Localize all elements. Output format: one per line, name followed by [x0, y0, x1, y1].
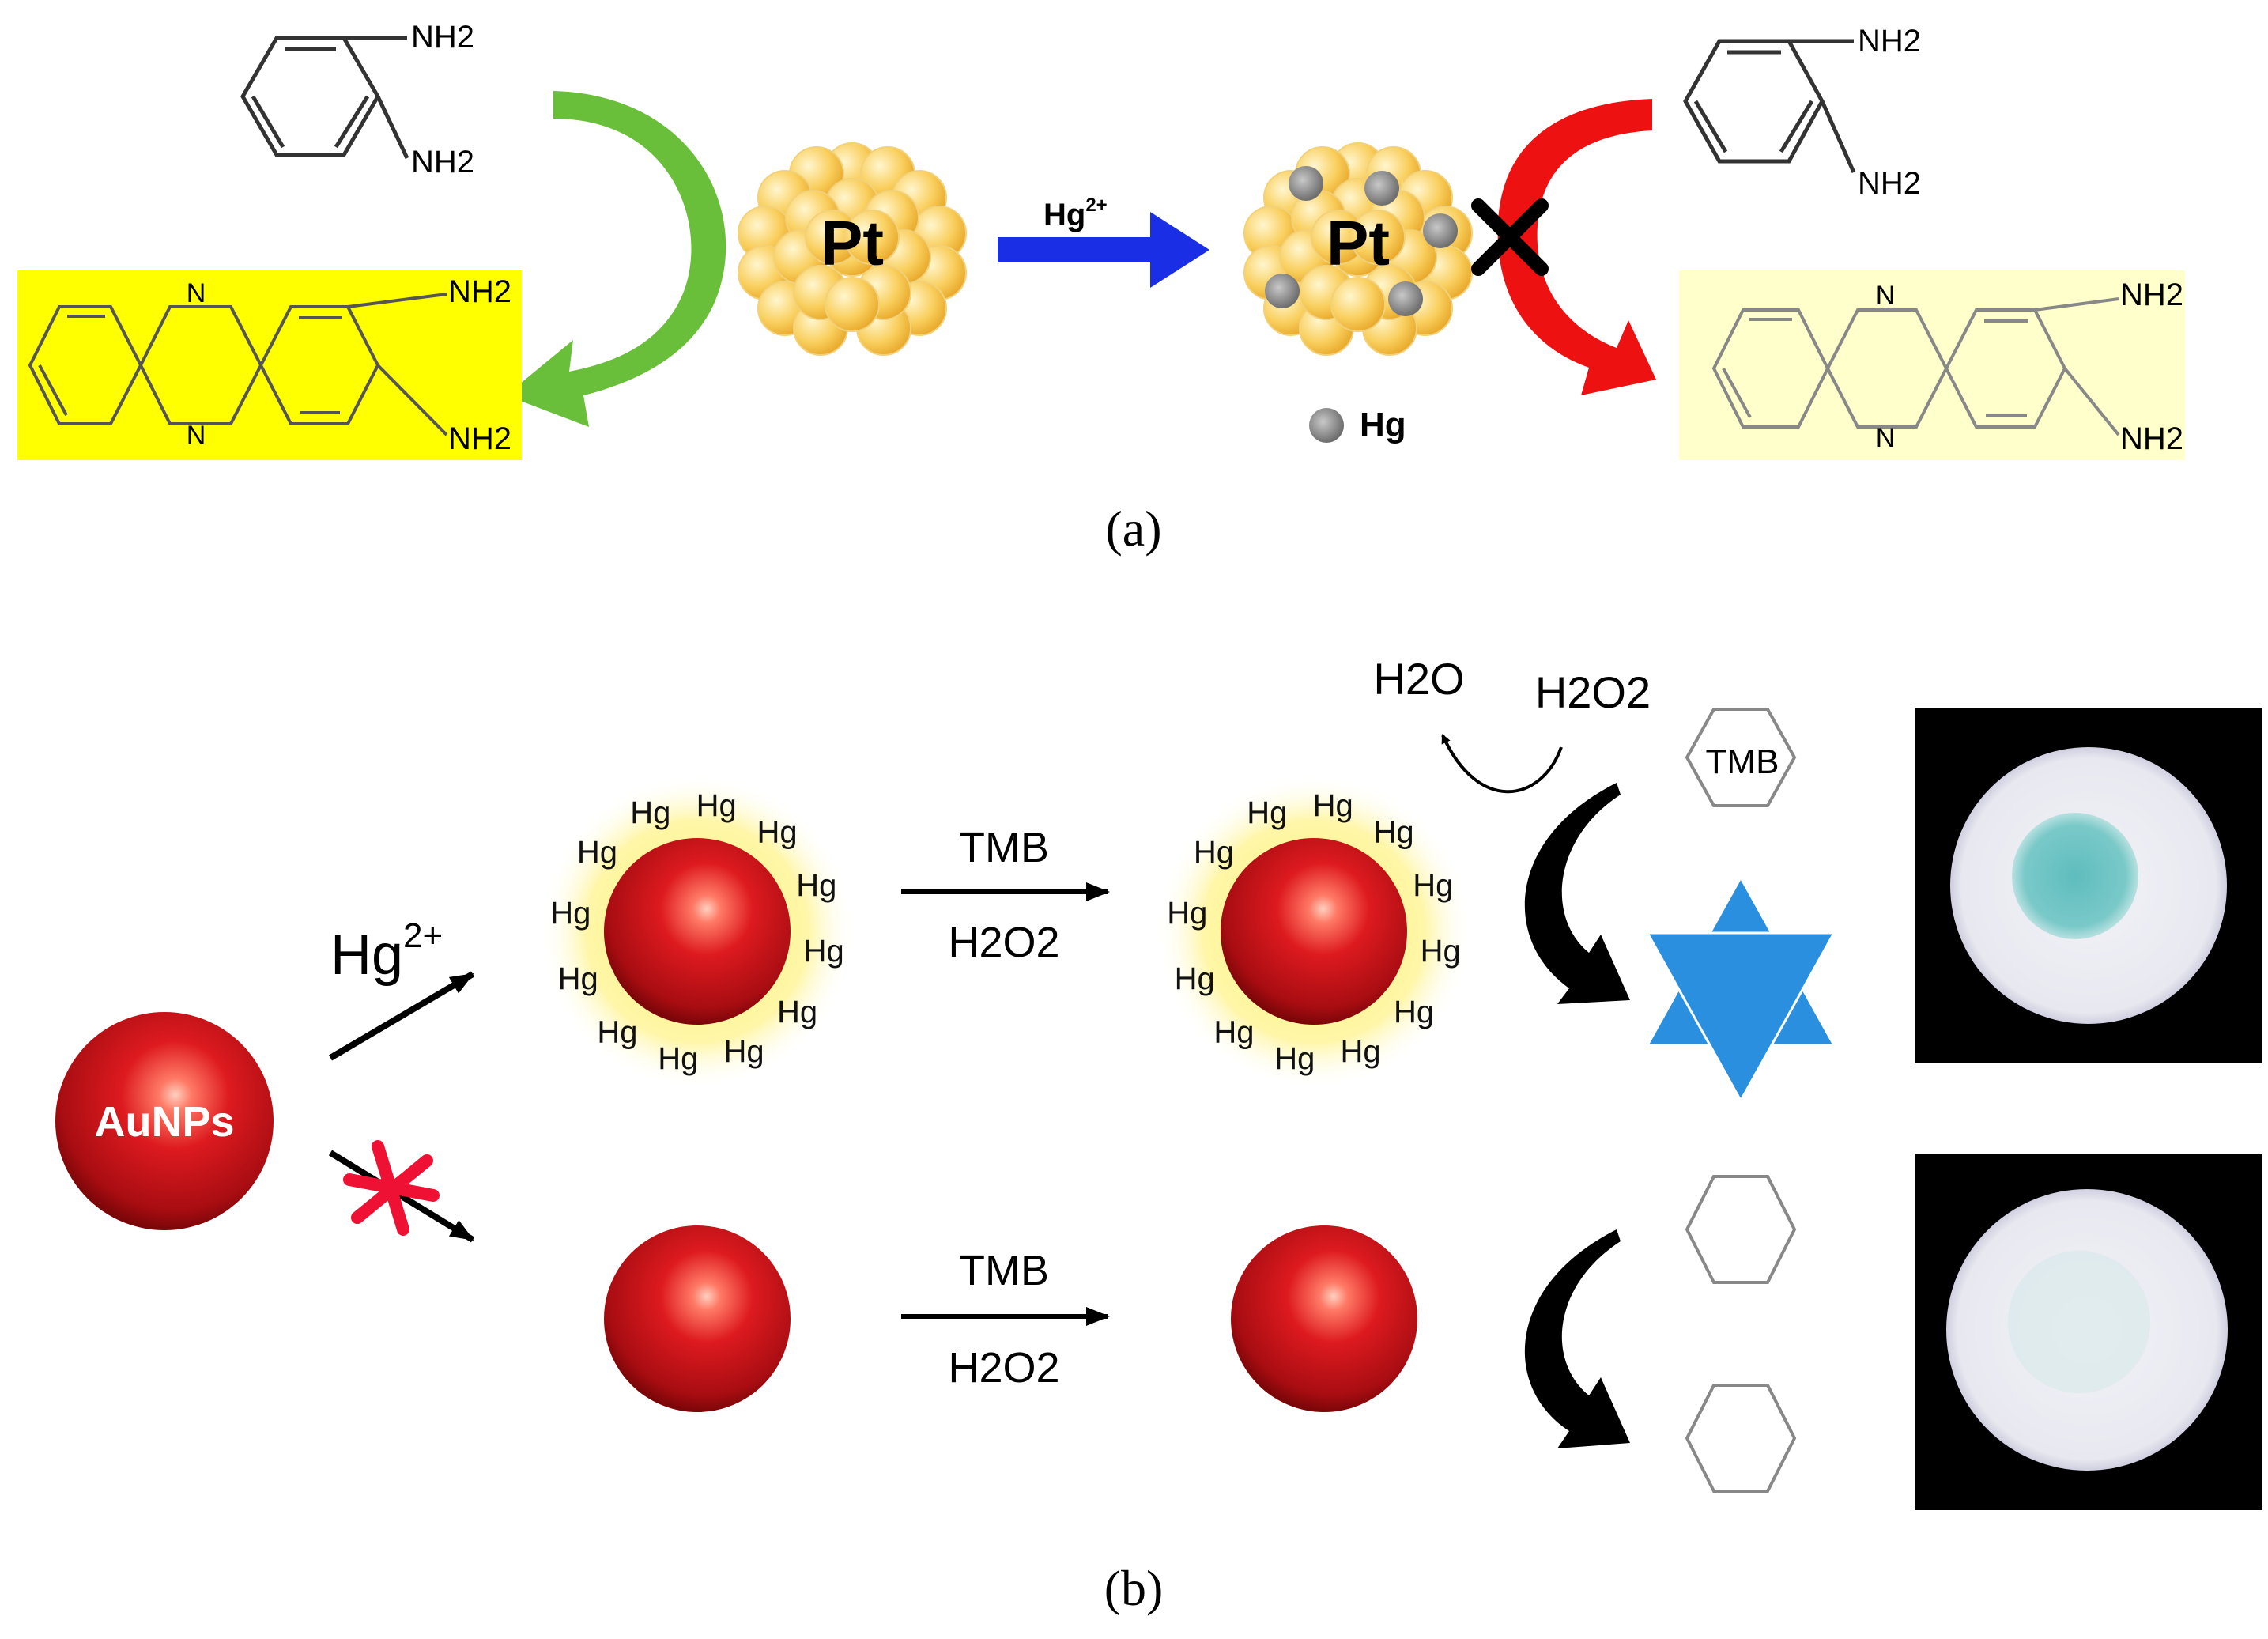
reagent-h2o2-top: H2O2: [948, 919, 1059, 966]
unreacted-hexagon-top: [1685, 1175, 1797, 1284]
hg-adatom-label: Hg: [1341, 1034, 1381, 1069]
no-hg-arrow-down: [328, 1150, 475, 1243]
hg-adatom-label: Hg: [1413, 868, 1453, 903]
cycle-product-h2o: H2O: [1373, 654, 1464, 704]
hg-adatom-label: Hg: [1394, 995, 1434, 1029]
hg-adatom-label: Hg: [696, 788, 737, 823]
hg-adatom-label: Hg: [658, 1041, 698, 1076]
pt-label: Pt: [821, 208, 884, 278]
reactant-opd-left: [240, 36, 409, 160]
red-asterisk-mark: [343, 1140, 440, 1236]
test-spot-photo-negative: [1915, 1154, 2262, 1510]
hg-adatom-label: Hg: [558, 961, 598, 996]
hg-adatom-label: Hg: [777, 995, 817, 1029]
hg-ion-arrow-up: [328, 971, 475, 1061]
active-product-dap: [28, 293, 448, 436]
hg-coated-aunp-2: [1221, 838, 1407, 1025]
black-curved-arrow-top: [1524, 783, 1630, 1004]
hg-adatom-label: Hg: [724, 1034, 764, 1069]
hg-adatom-label: Hg: [1313, 788, 1353, 823]
hg-legend-dot: [1309, 408, 1344, 443]
pt-atom: [1350, 210, 1406, 265]
pt-atom: [844, 210, 900, 265]
active-product-n-bottom: N: [187, 421, 206, 451]
unreacted-hexagon-bottom: [1685, 1384, 1797, 1493]
hg-adatom-label: Hg: [1194, 835, 1234, 870]
inactive-product-amine-2: NH2: [2120, 421, 2183, 456]
hg-adatom-label: Hg: [1373, 814, 1413, 849]
hg-adsorbed-atoms: [1265, 166, 1458, 316]
hg-adatom-label: Hg: [550, 896, 591, 931]
blocked-x-mark: [1471, 198, 1549, 276]
reagent-h2o2-bottom: H2O2: [948, 1344, 1059, 1392]
hg-adatom-label: Hg: [577, 835, 617, 870]
caption-a: (a): [1105, 500, 1161, 557]
hg-ion-label-b: Hg2+: [330, 916, 443, 987]
active-product-amine-1: NH2: [448, 274, 511, 309]
cycle-arrow: [1441, 734, 1563, 794]
black-curved-arrow-bottom: [1524, 1229, 1630, 1448]
inactive-product-n-bottom: N: [1876, 423, 1896, 453]
hg-adatom-label: Hg: [1213, 1015, 1254, 1050]
hg-legend-label: Hg: [1360, 406, 1406, 444]
pt-atom: [825, 277, 880, 332]
hg-adatom-label: Hg: [597, 1015, 637, 1050]
bare-aunp-1: [604, 1225, 791, 1412]
green-arrow: [506, 91, 726, 427]
red-arrow: [1497, 99, 1656, 395]
bare-aunp-2: [1231, 1225, 1417, 1412]
inactive-product-amine-1: NH2: [2120, 278, 2183, 312]
blue-arrow: [998, 212, 1209, 288]
hg-adatom-label: Hg: [757, 814, 797, 849]
active-product-amine-2: NH2: [448, 421, 511, 456]
caption-b: (b): [1104, 1560, 1164, 1616]
hg-adatom-label: Hg: [796, 868, 836, 903]
reactant-right-amine-2: NH2: [1858, 166, 1921, 201]
test-spot-photo-positive: [1915, 708, 2262, 1063]
hg-adatom-label: Hg: [1421, 934, 1461, 969]
reactant-amine-2: NH2: [411, 145, 474, 179]
aunp-label: AuNPs: [94, 1098, 234, 1146]
inactive-product-n-top: N: [1876, 281, 1896, 311]
hg-coated-aunp-1: [604, 838, 791, 1025]
hg-adatom-label: Hg: [804, 934, 844, 969]
reactant-opd-right: [1683, 39, 1856, 174]
active-product-background: [17, 270, 522, 460]
panel-a: NH2 NH2 N N NH2 NH2 Pt Hg2+: [17, 20, 2185, 557]
hg-adatom-label: Hg: [1175, 961, 1215, 996]
hg-adatom-label: Hg: [1167, 896, 1207, 931]
tmb-substrate-label: TMB: [1706, 742, 1779, 781]
oxidized-tmb-star: [1645, 874, 1836, 1104]
hg-ion-label-a: Hg2+: [1043, 194, 1108, 232]
reactant-right-amine-1: NH2: [1858, 24, 1921, 59]
reagent-tmb-bottom: TMB: [959, 1247, 1049, 1294]
cycle-reactant-h2o2: H2O2: [1535, 667, 1651, 717]
aunp-particle: [55, 1012, 274, 1230]
hg-adatom-label: Hg: [1247, 795, 1287, 830]
hg-adatom-label: Hg: [630, 795, 670, 830]
reagent-tmb-top: TMB: [959, 824, 1049, 871]
inactive-product-dap: [1711, 297, 2120, 436]
reactant-amine-1: NH2: [411, 20, 474, 55]
tmb-hexagon: [1685, 708, 1797, 807]
active-product-n-top: N: [187, 278, 206, 308]
poisoned-pt-label: Pt: [1326, 208, 1390, 278]
hg-adatom-label: Hg: [1274, 1041, 1315, 1076]
pt-atom: [1330, 277, 1386, 332]
pt-nanocluster: [738, 142, 967, 356]
